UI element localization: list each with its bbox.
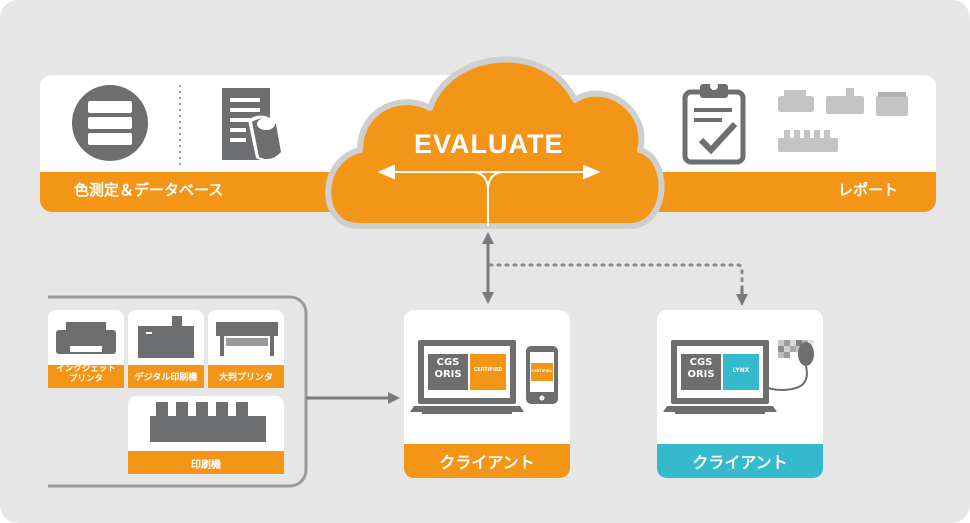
device-label-digital: デジタル印刷機: [134, 373, 198, 383]
band-right-label: レポート: [838, 181, 899, 199]
dotted-connector: [488, 263, 748, 306]
device-label-inkjet-line2: プリンタ: [68, 374, 103, 384]
cloud-title: EVALUATE: [414, 129, 564, 159]
spectro-device-icon: [798, 342, 814, 366]
band-left-label: 色測定＆データベース: [74, 181, 224, 199]
client1-label: クライアント: [439, 453, 535, 472]
client1-logo-line1: CGS: [436, 357, 460, 368]
device-label-press: 印刷機: [191, 460, 221, 471]
device-cable: [767, 365, 808, 391]
document-spectro-icon: [222, 88, 282, 161]
devices-group-border: [48, 295, 308, 488]
client1-logo-line2: ORIS: [434, 369, 462, 380]
device-card-press: [128, 396, 284, 474]
device-label-inkjet: インクジェット プリンタ: [48, 364, 124, 384]
clipboard-check-icon: [682, 82, 746, 165]
evaluate-cloud: [325, 56, 665, 229]
client2-badge: LYNX: [732, 367, 750, 374]
client2-label: クライアント: [692, 453, 788, 472]
device-label-wide: 大判プリンタ: [218, 373, 273, 383]
client1-badge: CERTIFIED: [473, 367, 503, 373]
database-icon: [72, 85, 148, 161]
client2-logo-line2: ORIS: [687, 369, 715, 380]
client-certified-card: [404, 310, 570, 478]
device-card-wide: [208, 310, 284, 388]
client2-logo-line1: CGS: [689, 357, 713, 368]
device-card-inkjet: [48, 310, 124, 388]
device-label-inkjet-line1: インクジェット: [56, 364, 116, 374]
cloud-arrows: [377, 164, 601, 226]
client-lynx-card: [657, 310, 823, 478]
client1-phone-badge: CERTIFIED: [531, 369, 553, 373]
device-icons-faded: [778, 88, 908, 152]
device-card-digital: [128, 310, 204, 388]
